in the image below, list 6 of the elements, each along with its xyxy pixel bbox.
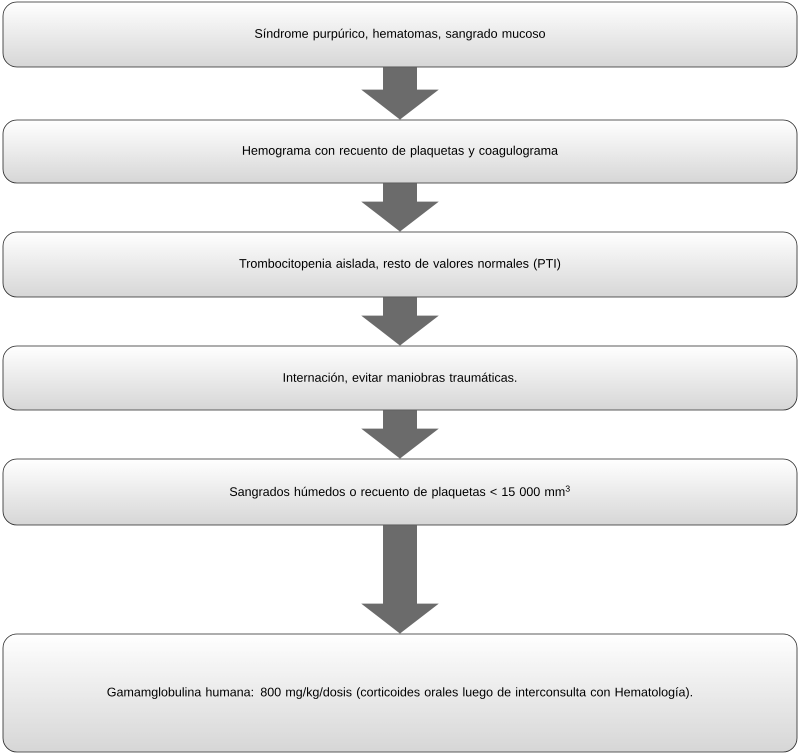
process-box: Internación, evitar maniobras traumáticas. [2, 346, 798, 410]
process-box: Gamamglobulina humana: 800 mg/kg/dosis (corticoides orales luego de interconsulta con Hematología). [2, 634, 798, 752]
process-box: Sangrados húmedos o recuento de plaquetas < 15 000 mm$^{3}$ [2, 458, 798, 526]
process-box: Síndrome purpúrico, hematomas, sangrado mucoso [2, 2, 798, 68]
process-box: Trombocitopenia aislada, resto de valores normales (PTI) [2, 232, 798, 298]
process-box: Hemograma con recuento de plaquetas y coagulograma [2, 120, 798, 184]
